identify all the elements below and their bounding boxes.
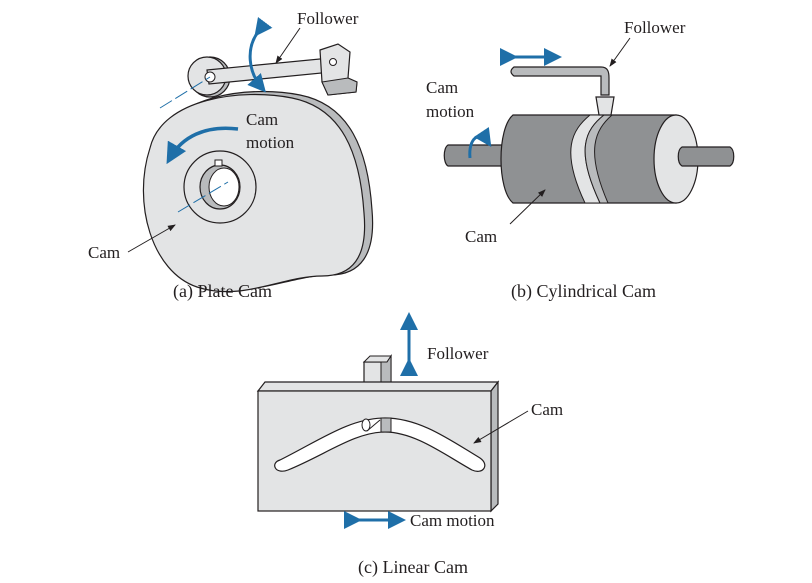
label-cam-motion-a-2: motion bbox=[246, 133, 295, 152]
cylindrical-cam bbox=[443, 37, 735, 225]
label-follower-a: Follower bbox=[297, 9, 359, 28]
cam-rotation-arrow-b bbox=[468, 127, 492, 159]
label-follower-c: Follower bbox=[427, 344, 489, 363]
cam-leader-c bbox=[473, 410, 529, 444]
follower-arm bbox=[206, 57, 333, 85]
follower-rod bbox=[510, 66, 610, 96]
caption-linear-cam: (c) Linear Cam bbox=[358, 557, 468, 577]
follower-leader-a bbox=[275, 27, 301, 64]
cam-leader-b bbox=[509, 189, 546, 225]
linear-cam bbox=[256, 312, 529, 529]
follower-pin bbox=[361, 418, 371, 432]
caption-plate-cam: (a) Plate Cam bbox=[173, 281, 272, 301]
caption-cylindrical-cam: (b) Cylindrical Cam bbox=[511, 281, 656, 301]
plate-cam bbox=[127, 17, 374, 293]
plate-cam-centerline bbox=[177, 181, 229, 213]
plate-cam-bore-hole bbox=[208, 167, 240, 207]
keyway bbox=[214, 159, 223, 167]
label-cam-c: Cam bbox=[531, 400, 564, 419]
left-shaft bbox=[443, 144, 511, 167]
cam-rotation-arrow bbox=[166, 126, 239, 165]
label-cam-motion-c: Cam motion bbox=[410, 511, 495, 530]
label-cam-motion-a-1: Cam bbox=[246, 110, 279, 129]
label-follower-b: Follower bbox=[624, 18, 686, 37]
label-cam-a: Cam bbox=[88, 243, 121, 262]
cam-leader-a bbox=[127, 224, 176, 253]
follower-leader-b bbox=[609, 37, 631, 67]
label-cam-motion-b-1: Cam bbox=[426, 78, 459, 97]
follower-tip bbox=[595, 96, 615, 116]
follower-oscillation-arrow bbox=[247, 17, 273, 93]
label-cam-b: Cam bbox=[465, 227, 498, 246]
label-cam-motion-b-2: motion bbox=[426, 102, 475, 121]
right-shaft bbox=[677, 146, 735, 167]
